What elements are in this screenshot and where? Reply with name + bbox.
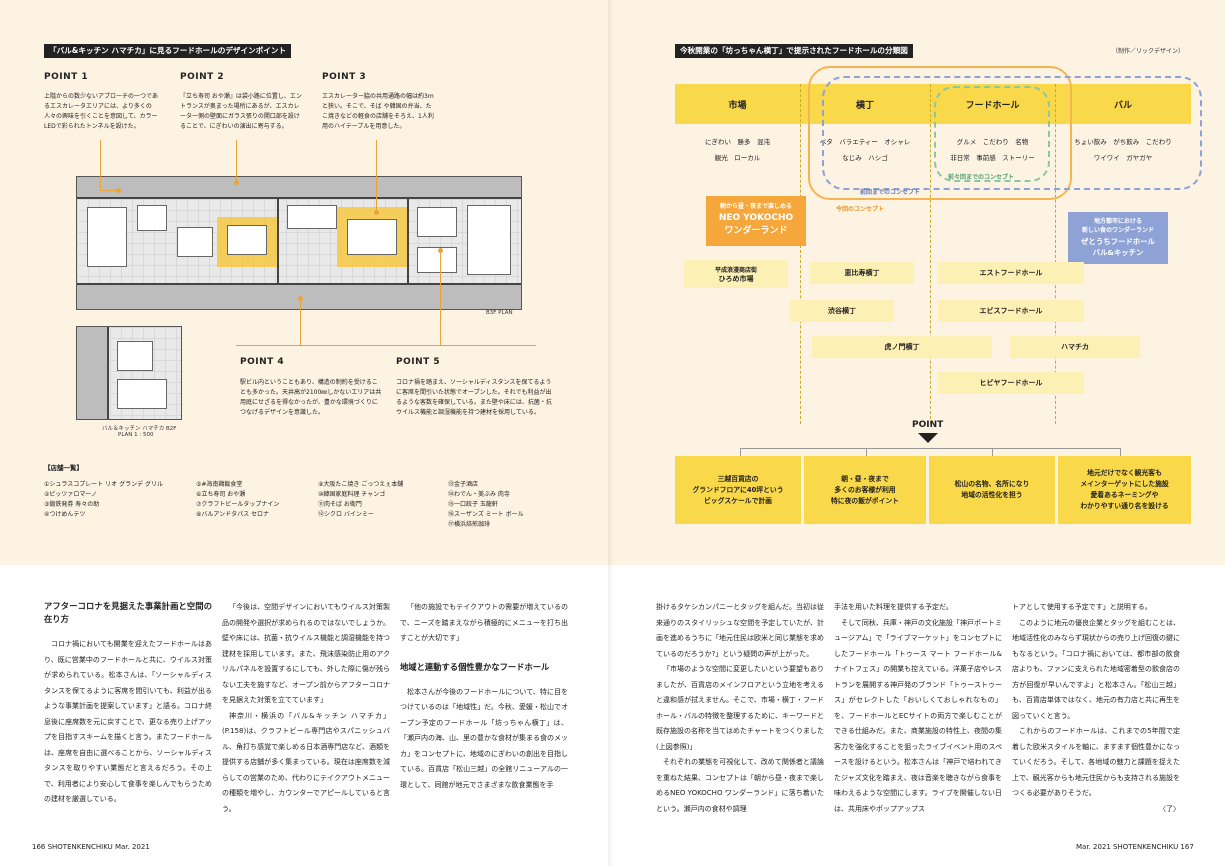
- example-hibiya-foodhall: ヒビヤフードホール: [938, 372, 1084, 394]
- credit: （制作／リックデザイン）: [1112, 48, 1185, 55]
- example-toranomon-yokocho: 虎ノ門横丁: [812, 336, 992, 358]
- point4-head: POINT 4: [240, 357, 285, 367]
- current-concept-box: 朝から昼・夜まで楽しめる NEO YOKOCHO ワンダーランド: [706, 196, 806, 246]
- divider: [1055, 84, 1056, 424]
- keywords-market: にぎわい 勝多 混沌観光 ローカル: [705, 138, 770, 162]
- plan-label: B3F PLAN: [486, 310, 513, 316]
- leader-dot: [298, 296, 303, 301]
- leader-line: [376, 140, 377, 210]
- category-band: [675, 84, 1191, 124]
- left-section-title: 「バル&キッチン ハマチカ」に見るフードホールのデザインポイント: [44, 44, 292, 58]
- outcome-4: 地元だけでなく観光客もメインターゲットにした施設愛着あるネーミングやわかりやすい…: [1058, 456, 1191, 524]
- divider: [930, 84, 931, 424]
- leader-line: [100, 190, 118, 191]
- col-head-bar: バル: [1113, 101, 1132, 111]
- concept-prev-label: 前回までのコンセプト: [860, 189, 921, 196]
- leader-line: [236, 345, 536, 346]
- leader-line: [440, 250, 441, 345]
- example-shibuya-yokocho: 渋谷横丁: [790, 300, 894, 322]
- keywords-foodhall: グルメ こだわり 名物非日常 事前感 ストーリー: [950, 138, 1035, 162]
- leader-dot: [438, 248, 443, 253]
- body-heading-2: 地域と連動する個性豊かなフードホール: [400, 661, 550, 672]
- page-gutter: [608, 0, 614, 866]
- keywords-bar: ちょい飲み がち飲み こだわりワイワイ ガヤガヤ: [1074, 138, 1172, 162]
- left-folio: 166 SHOTENKENCHIKU Mar. 2021: [32, 843, 150, 851]
- floor-plan-b3f: [76, 176, 522, 310]
- concept-prev2-label: 前々回までのコンセプト: [948, 174, 1015, 181]
- connector: [1120, 448, 1121, 456]
- leader-line: [100, 140, 101, 190]
- example-ebisu-foodhall: エビスフードホール: [938, 300, 1084, 322]
- col-head-foodhall: フードホール: [965, 101, 1020, 111]
- outcome-1: 三越百貨店のグランドフロアに40坪というビッグスケールで計画: [675, 456, 801, 524]
- right-section-title: 今秋開業の「坊っちゃん横丁」で提示されたフードホールの分類図: [675, 44, 913, 58]
- right-body-col-3: トアとして使用する予定です」と説明する。 このように地元の優良企業とタッグを組む…: [1012, 600, 1180, 817]
- body-heading: アフターコロナを見据えた事業計画と空間の在り方: [44, 601, 212, 624]
- point3-text: エスカレーター脇の共用通路の幅は約3mと狭い。そこで、そば や韓国の弁当、たこ焼…: [322, 93, 434, 130]
- point5-text: コロナ禍を踏まえ、ソーシャルディスタンスを保てるように客席を間引いた状態でオープ…: [396, 379, 552, 416]
- prev2-concept-loop: [934, 86, 1050, 182]
- left-body-col-2: 「今後は、空間デザインにおいてもウイルス対策製品の開発や選択が求められるのではな…: [222, 603, 390, 813]
- floor-plan-b2f: [76, 326, 182, 420]
- leader-line: [300, 300, 301, 345]
- connector: [992, 448, 993, 456]
- point3-head: POINT 3: [322, 72, 367, 82]
- col-head-yokocho: 横丁: [855, 101, 874, 111]
- connector: [740, 448, 1120, 449]
- right-folio: Mar. 2021 SHOTENKENCHIKU 167: [1076, 843, 1194, 851]
- col-head-market: 市場: [728, 101, 747, 111]
- point4-text: 駅ビル内ということもあり、構造の制約を受けることも多かった。天井高が2100㎜し…: [240, 379, 382, 416]
- leader-dot: [116, 188, 121, 193]
- outcome-3: 松山の名物、名所になり地域の活性化を担う: [929, 456, 1055, 524]
- leader-line: [236, 140, 237, 180]
- example-est-foodhall: エストフードホール: [938, 262, 1084, 284]
- right-body-col-1: 掛けるタケシカンパニーとタッグを組んだ。当初は従来通りのスタイリッシュな空間を予…: [656, 603, 824, 813]
- right-body-col-2: 手法を用いた料理を提供する予定だ。 そして同秋、兵庫・神戸の文化施設「神戸ポート…: [834, 603, 1002, 813]
- point2-head: POINT 2: [180, 72, 225, 82]
- plan2-label-1: バル＆キッチン ハマチカ B2F: [102, 426, 177, 432]
- example-ebisu-yokocho: 恵比寿横丁: [810, 262, 914, 284]
- left-body-col-3: 「他の施設でもテイクアウトの需要が増えているので、ニーズを踏まえながら積極的にメ…: [400, 603, 568, 789]
- outcome-2: 朝・昼・夜まで多くのお客様が利用特に夜の飯がポイント: [804, 456, 926, 524]
- current-concept-loop: [808, 66, 1072, 200]
- point1-text: 上階からの数少ないアプローチの一つであるエスカレータエリアには、より多くの人々の…: [44, 93, 158, 130]
- concept-current-label: 今回のコンセプト: [836, 206, 885, 213]
- point-arrow: [918, 433, 938, 443]
- prev-concept-loop: [822, 76, 1202, 190]
- example-hamachika: ハマチカ: [1010, 336, 1140, 358]
- end-mark: 〈了〉: [1159, 804, 1180, 813]
- leader-dot: [234, 180, 239, 185]
- divider: [800, 84, 801, 424]
- point5-head: POINT 5: [396, 357, 441, 367]
- connector: [866, 448, 867, 456]
- point2-text: 『立ち寿司 おや瀬』は袋小路に位置し、エントランスが奥まった場所にあるが、エスカ…: [180, 93, 302, 130]
- point1-head: POINT 1: [44, 72, 89, 82]
- hamachika-concept-box: 地方都市における 新しい食のワンダーランド ぜとうちフードホール バル&キッチン: [1068, 212, 1168, 264]
- point-label: POINT: [912, 420, 944, 430]
- example-hiromeichiba: 平成浪漫商店街 ひろめ市場: [684, 260, 788, 288]
- store-list-title: 【店舗一覧】: [44, 464, 83, 472]
- plan2-label-2: PLAN 1 : 500: [118, 432, 154, 438]
- leader-dot: [374, 210, 379, 215]
- keywords-yokocho: ベタ バラエティー オシャレなじみ ハシゴ: [819, 138, 911, 162]
- connector: [740, 448, 741, 456]
- left-body-col-1: アフターコロナを見据えた事業計画と空間の在り方 コロナ禍においても開業を迎えたフ…: [44, 601, 212, 803]
